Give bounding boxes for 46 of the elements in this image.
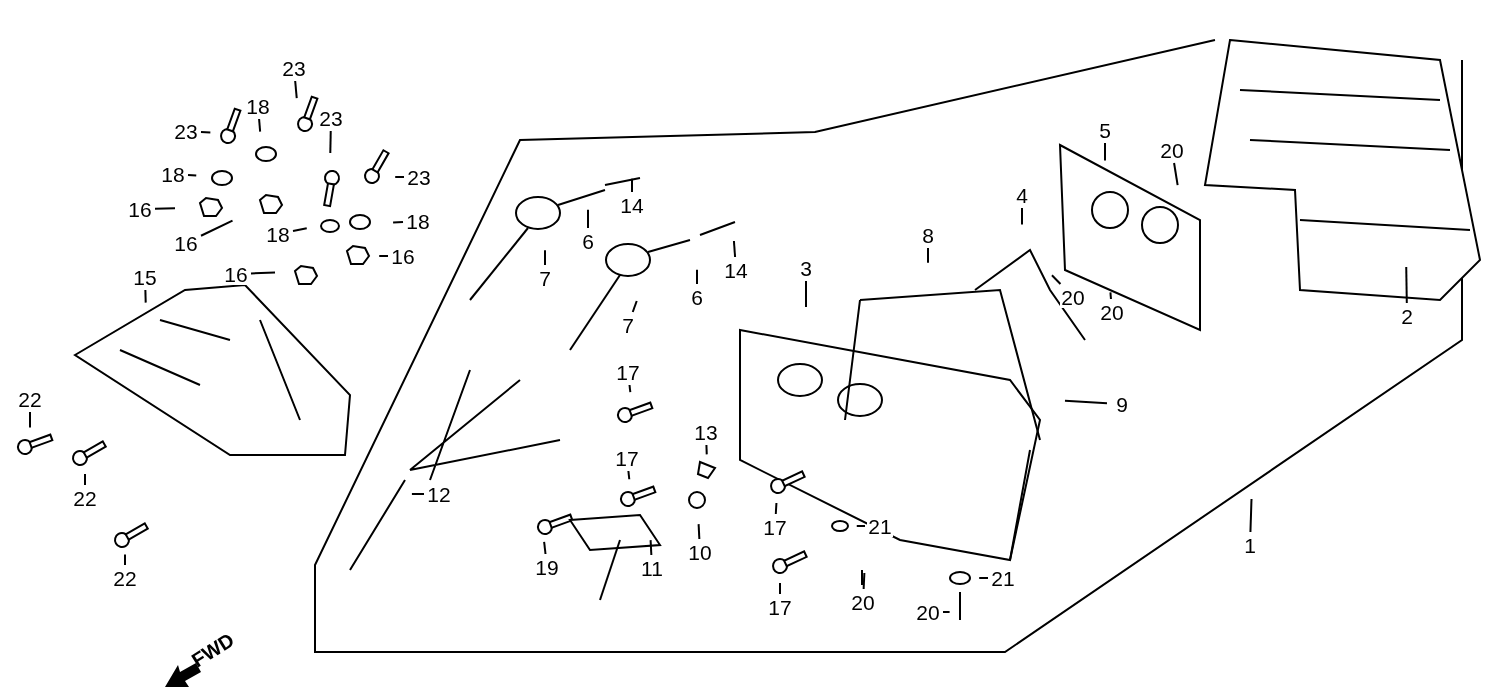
leader-line <box>250 271 276 275</box>
leader-line <box>628 384 632 394</box>
leader-line <box>187 174 198 177</box>
leader-line <box>1405 266 1408 304</box>
leader-line <box>705 444 708 456</box>
leader-line <box>329 130 332 154</box>
leader-line <box>631 177 633 193</box>
leader-line <box>774 502 778 515</box>
leader-line <box>200 219 234 237</box>
direction-label: FWD <box>188 629 238 671</box>
leader-line <box>862 572 866 590</box>
leader-line <box>410 493 425 495</box>
leader-line <box>154 207 176 210</box>
leader-line <box>855 525 866 527</box>
leader-line <box>627 470 631 481</box>
leader-line <box>1249 498 1253 533</box>
leader-line <box>927 247 929 264</box>
leader-line <box>294 80 298 100</box>
leader-line <box>1021 207 1023 226</box>
leader-line <box>200 130 212 134</box>
leader-line <box>394 176 405 178</box>
leader-line <box>631 300 638 313</box>
leader-line <box>1109 291 1112 300</box>
leader-line <box>805 280 807 308</box>
leader-line <box>978 577 989 579</box>
leader-line <box>84 473 86 486</box>
leader-line <box>392 220 404 224</box>
leader-line <box>29 411 31 429</box>
leader-line <box>543 540 547 555</box>
leader-line <box>1050 274 1062 285</box>
leader-line <box>1173 162 1179 187</box>
leader-line <box>649 539 653 556</box>
leader-line <box>144 289 147 304</box>
leader-line <box>732 240 737 258</box>
leader-line <box>258 118 262 133</box>
leader-line <box>544 249 546 266</box>
leader-line <box>696 268 698 285</box>
leader-line <box>124 553 126 566</box>
leader-line <box>1064 399 1108 405</box>
leader-line <box>587 208 589 229</box>
leader-line <box>378 255 389 257</box>
leader-line <box>942 611 951 613</box>
leader-line <box>292 227 308 232</box>
leader-line <box>1104 142 1106 162</box>
leader-line <box>697 523 701 540</box>
leader-line <box>779 582 781 595</box>
